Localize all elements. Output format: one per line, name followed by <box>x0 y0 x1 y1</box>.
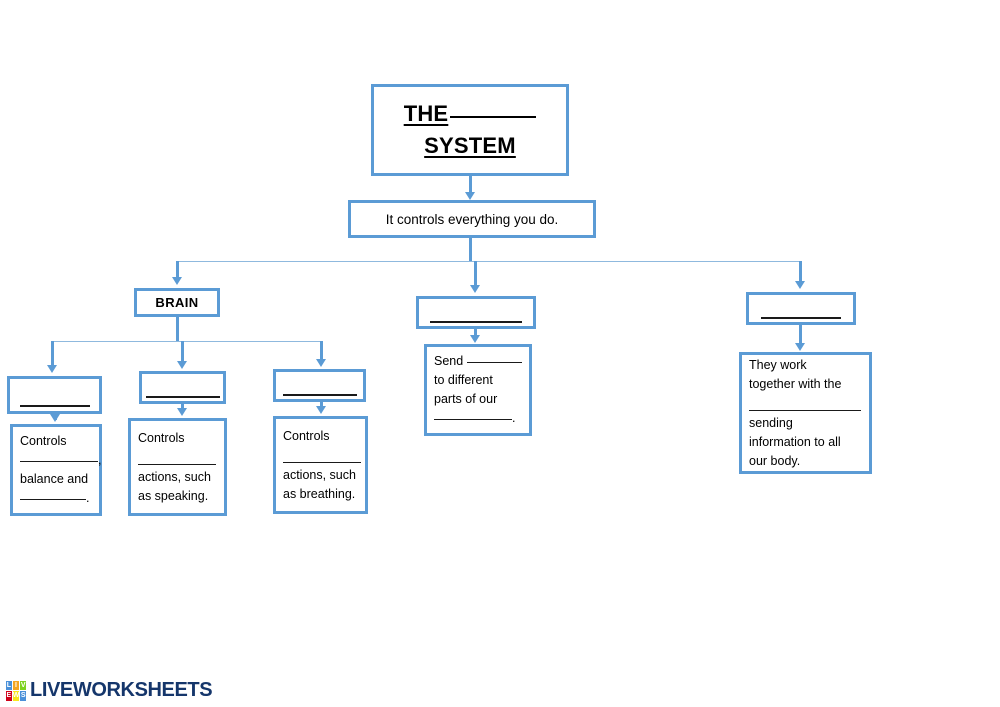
title-line-2: SYSTEM <box>424 130 516 162</box>
receptors-box[interactable] <box>746 292 856 325</box>
desc3-line4: as breathing. <box>283 486 356 501</box>
desc1-line4: . <box>20 489 92 508</box>
connector-receptors-to-desc5 <box>799 325 802 345</box>
brain-part-2-box[interactable] <box>139 371 226 404</box>
connector-branch-nerves <box>474 261 477 287</box>
nerves-box[interactable] <box>416 296 536 329</box>
desc1-blank-2[interactable] <box>20 499 86 500</box>
connector-part1 <box>51 341 54 367</box>
arrow-branch-brain <box>172 277 182 285</box>
connector-subtitle-down <box>469 238 472 262</box>
connector-nerves-to-desc4 <box>474 329 477 339</box>
description-box-3: Controls actions, such as breathing. <box>273 416 368 514</box>
desc5-line1: They work <box>749 357 807 372</box>
arrow-part2 <box>177 361 187 369</box>
connector-title-to-subtitle <box>469 176 472 194</box>
subtitle-box: It controls everything you do. <box>348 200 596 238</box>
desc3-blank-1[interactable] <box>283 447 361 463</box>
arrow-part1 <box>47 365 57 373</box>
description-2-text: Controls actions, such as speaking. <box>138 429 217 506</box>
description-1-text: Controls , balance and . <box>20 432 101 508</box>
logo-cell-s: S <box>20 691 26 701</box>
desc5-line2: together with the <box>749 376 842 391</box>
connector-part2 <box>181 341 184 363</box>
connector-branch-receptors <box>799 261 802 283</box>
desc5-line4: sending <box>749 415 793 430</box>
desc4-line2: to different <box>434 373 493 387</box>
liveworksheets-brand-text: LIVEWORKSHEETS <box>30 679 213 701</box>
connector-part3 <box>320 341 323 361</box>
brain-label: BRAIN <box>155 295 199 310</box>
desc3-line3: actions, such <box>283 467 356 482</box>
connector-bus-brain-parts <box>51 341 321 343</box>
description-box-1: Controls , balance and . <box>10 424 102 516</box>
arrow-part1-to-desc1 <box>50 414 60 422</box>
brain-part-3-box[interactable] <box>273 369 366 402</box>
logo-cell-v: V <box>20 680 26 690</box>
desc1-line3: balance and <box>20 472 89 486</box>
subtitle-text: It controls everything you do. <box>385 211 559 227</box>
description-3-text: Controls actions, such as breathing. <box>283 427 361 504</box>
arrow-nerves-to-desc4 <box>470 335 480 343</box>
logo-cell-e: E <box>6 691 12 701</box>
brain-part-1-box[interactable] <box>7 376 102 414</box>
connector-bus-level2 <box>176 261 801 263</box>
desc5-line5: information to all <box>749 434 841 449</box>
arrow-branch-nerves <box>470 285 480 293</box>
brain-part-3-blank[interactable] <box>282 394 357 396</box>
logo-cell-l: L <box>6 680 12 690</box>
desc4-blank-1[interactable] <box>466 362 522 363</box>
desc4-blank-2[interactable] <box>434 419 512 420</box>
logo-cell-i: I <box>12 680 20 690</box>
desc2-line1: Controls <box>138 430 185 445</box>
title-blank[interactable] <box>450 116 537 119</box>
brain-box: BRAIN <box>134 288 220 317</box>
description-5-text: They work together with the sending info… <box>749 356 862 471</box>
arrow-part3-to-desc3 <box>316 406 326 414</box>
title-system-word: SYSTEM <box>424 133 516 158</box>
description-box-5: They work together with the sending info… <box>739 352 872 474</box>
desc4-line1: Send <box>434 352 522 371</box>
desc2-blank-1[interactable] <box>138 449 216 465</box>
title-box: THE SYSTEM <box>371 84 569 176</box>
description-box-4: Send to different parts of our . <box>424 344 532 436</box>
desc1-line2: , <box>20 451 101 470</box>
desc5-line6: our body. <box>749 453 801 468</box>
description-4-text: Send to different parts of our . <box>434 352 522 428</box>
arrow-receptors-to-desc5 <box>795 343 805 351</box>
description-box-2: Controls actions, such as speaking. <box>128 418 227 516</box>
desc1-blank-1[interactable] <box>20 461 98 462</box>
desc1-line1: Controls <box>20 434 67 448</box>
arrow-part3 <box>316 359 326 367</box>
brain-part-1-blank[interactable] <box>19 405 90 407</box>
title-prefix: THE <box>403 101 449 127</box>
desc4-line3: parts of our <box>434 392 498 406</box>
desc2-line4: as speaking. <box>138 488 209 503</box>
arrow-branch-receptors <box>795 281 805 289</box>
desc2-line3: actions, such <box>138 469 211 484</box>
arrow-part2-to-desc2 <box>177 408 187 416</box>
receptors-blank[interactable] <box>761 317 841 319</box>
connector-branch-brain <box>176 261 179 279</box>
desc4-line4: . <box>434 409 522 428</box>
title-line-1: THE <box>404 98 537 130</box>
arrow-title-to-subtitle <box>465 192 475 200</box>
nerves-blank[interactable] <box>430 321 522 323</box>
connector-brain-down <box>176 317 179 342</box>
brain-part-2-blank[interactable] <box>145 396 220 398</box>
logo-cell-w: W <box>12 691 20 701</box>
desc3-line1: Controls <box>283 428 330 443</box>
desc5-blank-1[interactable] <box>749 395 861 411</box>
